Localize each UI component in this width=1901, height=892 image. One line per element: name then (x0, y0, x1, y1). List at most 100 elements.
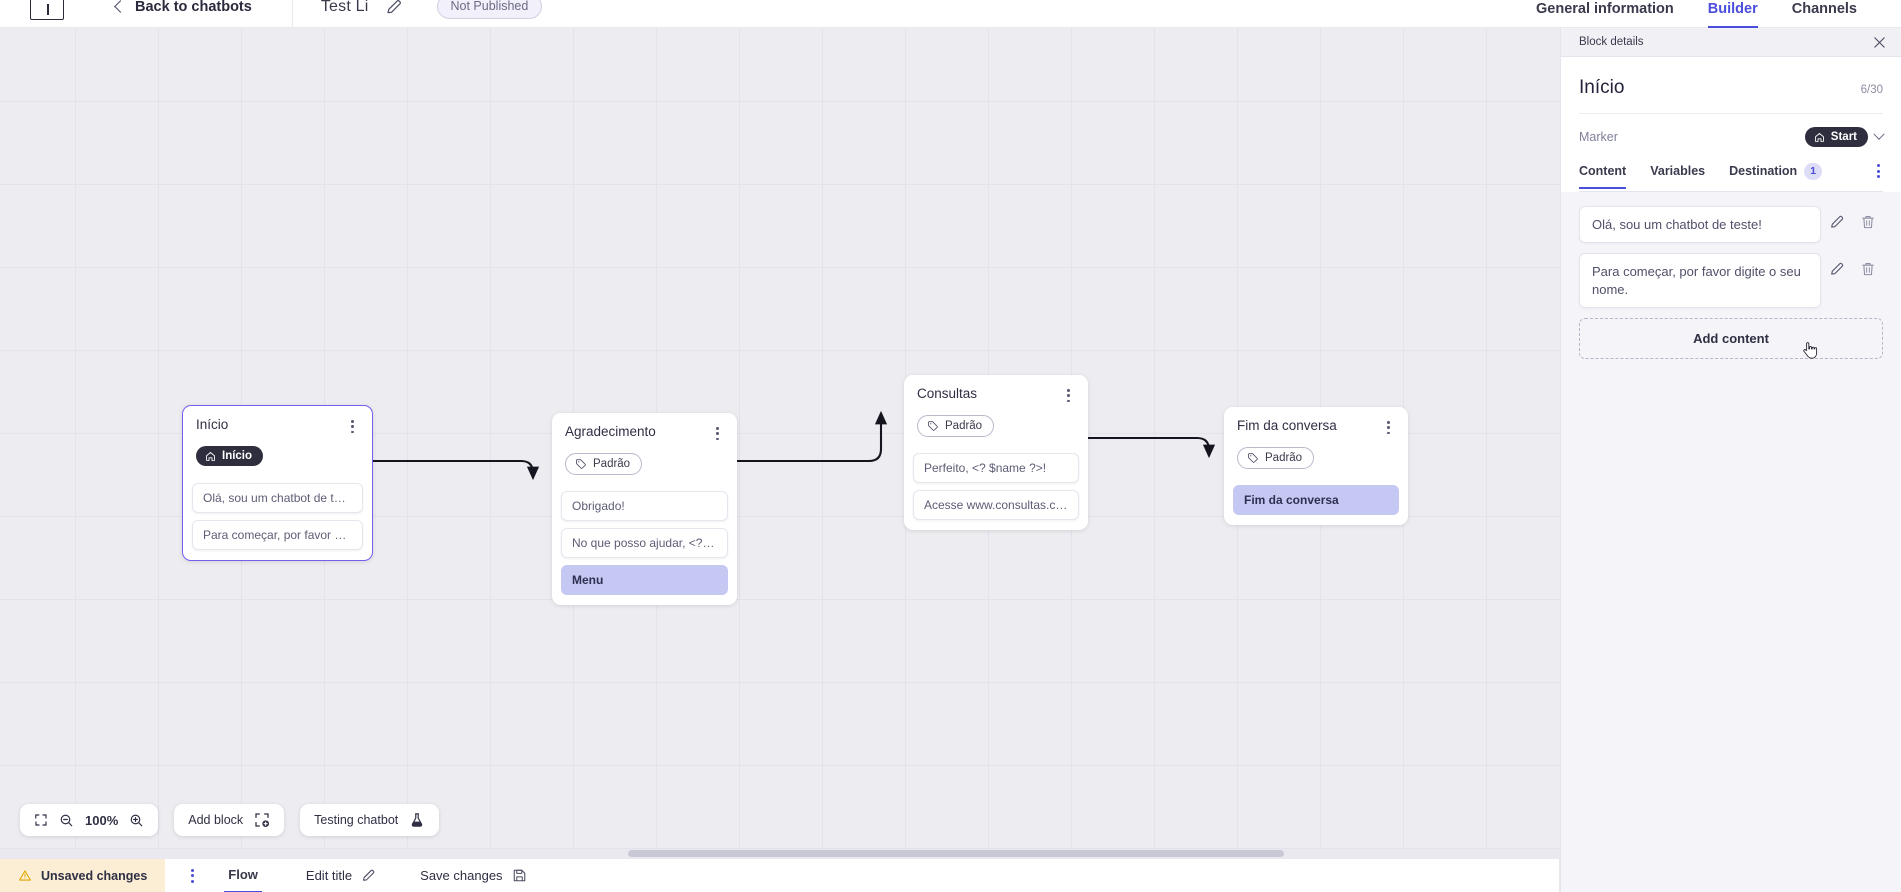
header-divider (291, 0, 293, 28)
block-menu-icon[interactable] (1382, 418, 1395, 437)
block-chip-default: Padrão (917, 415, 995, 438)
block-chip-default: Padrão (1237, 447, 1315, 470)
panel-title: Início (1579, 77, 1625, 98)
status-badge: Not Published (436, 0, 543, 19)
block-message-end[interactable]: Fim da conversa (1233, 485, 1399, 516)
edit-title-button[interactable]: Edit title (306, 868, 376, 883)
unsaved-changes-indicator: Unsaved changes (0, 858, 166, 892)
chevron-down-icon[interactable] (1873, 128, 1885, 140)
flowbuilder-logo (30, 0, 64, 20)
tab-general-information[interactable]: General information (1536, 0, 1674, 17)
pencil-icon (363, 869, 375, 881)
block-message[interactable]: Acesse www.consultas.com par... (913, 490, 1079, 521)
warning-triangle-icon (19, 870, 31, 881)
marker-value-chip: Start (1804, 127, 1868, 147)
block-menu-icon[interactable] (711, 424, 724, 443)
delete-content-button[interactable] (1852, 253, 1883, 277)
tag-icon (1248, 453, 1258, 464)
marker-value-label: Start (1830, 131, 1857, 143)
add-block-icon (255, 813, 270, 827)
block-messages: Perfeito, <? $name ?>! Acesse www.consul… (904, 453, 1088, 530)
canvas-horizontal-scrollbar[interactable] (0, 849, 1560, 858)
panel-more-icon[interactable] (1874, 164, 1883, 189)
block-menu-icon[interactable] (346, 417, 359, 436)
marker-select[interactable]: Start (1804, 127, 1885, 147)
zoom-in-icon[interactable] (129, 813, 144, 828)
block-message-menu[interactable]: Menu (561, 565, 728, 596)
testing-chatbot-button[interactable]: Testing chatbot (300, 804, 440, 836)
block-title: Fim da conversa (1237, 418, 1337, 433)
flow-block-agradecimento[interactable]: Agradecimento Padrão Obrigado! No que po… (552, 413, 737, 606)
canvas-toolbar: 100% Add block Testing chatbot (20, 804, 440, 836)
block-header: Consultas Padrão (904, 375, 1088, 446)
block-messages: Obrigado! No que posso ajudar, <? $name … (552, 491, 737, 605)
flow-block-fim-da-conversa[interactable]: Fim da conversa Padrão Fim da conversa (1224, 407, 1408, 526)
pencil-icon[interactable] (385, 0, 403, 16)
zoom-out-icon[interactable] (59, 813, 74, 828)
panel-title-row: Início 6/30 (1579, 57, 1883, 114)
block-message[interactable]: Perfeito, <? $name ?>! (913, 453, 1079, 484)
bot-title: Test Li (320, 0, 369, 15)
save-changes-button[interactable]: Save changes (420, 868, 526, 883)
panel-titlebar: Block details (1561, 28, 1901, 57)
tag-icon (928, 421, 938, 432)
block-chip-start: Início (196, 446, 264, 467)
chevron-left-icon (114, 0, 127, 13)
tab-variables[interactable]: Variables (1650, 164, 1705, 189)
tab-destination[interactable]: Destination 1 (1729, 163, 1823, 191)
block-message[interactable]: Obrigado! (561, 491, 728, 522)
content-item: Para começar, por favor digite o seu nom… (1579, 253, 1883, 309)
block-title: Agradecimento (565, 424, 656, 439)
tag-icon (576, 459, 586, 470)
tab-channels[interactable]: Channels (1791, 0, 1857, 17)
block-menu-icon[interactable] (1062, 386, 1075, 405)
tab-destination-label: Destination (1729, 164, 1798, 179)
scrollbar-thumb[interactable] (628, 850, 1284, 857)
content-text[interactable]: Olá, sou um chatbot de teste! (1579, 205, 1821, 244)
tab-variables-label: Variables (1650, 164, 1706, 179)
tab-builder[interactable]: Builder (1707, 1, 1758, 28)
block-messages: Olá, sou um chatbot de teste! Para começ… (183, 482, 372, 560)
block-title: Início (196, 417, 229, 432)
flow-block-consultas[interactable]: Consultas Padrão Perfeito, <? $name ?>! … (904, 375, 1088, 531)
pencil-icon (1830, 215, 1843, 228)
save-disk-icon (513, 869, 525, 882)
back-to-chatbots-button[interactable]: Back to chatbots (114, 0, 252, 15)
block-chip-label: Padrão (593, 458, 631, 471)
add-content-button[interactable]: Add content (1579, 318, 1883, 360)
home-icon (1814, 132, 1824, 142)
bottom-status-bar: Unsaved changes Flow Edit title Save cha… (0, 858, 1560, 892)
add-block-label: Add block (188, 813, 244, 827)
edit-content-button[interactable] (1821, 206, 1852, 230)
block-chip-label: Início (222, 450, 253, 463)
block-details-panel: Block details Início 6/30 Marker Start (1560, 28, 1901, 892)
block-message[interactable]: Olá, sou um chatbot de teste! (192, 482, 363, 513)
zoom-level: 100% (85, 812, 119, 828)
connector-consultas-fim (1088, 436, 1216, 459)
block-messages: Fim da conversa (1224, 485, 1408, 525)
save-changes-label: Save changes (420, 868, 503, 883)
status-more-icon[interactable] (183, 863, 202, 889)
flow-block-inicio[interactable]: Início Início Olá, sou um chatbot de tes… (182, 405, 373, 561)
block-header: Fim da conversa Padrão (1224, 407, 1408, 478)
block-chip-label: Padrão (1265, 452, 1303, 465)
panel-content-list: Olá, sou um chatbot de teste! Para começ… (1561, 191, 1901, 892)
tab-flow[interactable]: Flow (224, 859, 262, 892)
panel-bar-title: Block details (1579, 36, 1644, 48)
close-icon[interactable] (1872, 35, 1887, 50)
trash-icon (1861, 263, 1874, 276)
fit-screen-icon[interactable] (34, 813, 48, 827)
add-block-button[interactable]: Add block (174, 804, 285, 836)
delete-content-button[interactable] (1852, 206, 1883, 230)
back-to-chatbots-label: Back to chatbots (135, 0, 252, 15)
panel-char-count: 6/30 (1860, 84, 1883, 96)
marker-row: Marker Start (1579, 114, 1885, 151)
block-message[interactable]: No que posso ajudar, <? $name ... (561, 528, 728, 559)
content-text[interactable]: Para começar, por favor digite o seu nom… (1579, 253, 1821, 309)
block-message[interactable]: Para começar, por favor digite o ... (192, 519, 363, 550)
header-tabs: General information Builder Channels (1536, 0, 1901, 28)
tab-content[interactable]: Content (1579, 164, 1627, 190)
edit-content-button[interactable] (1821, 253, 1852, 277)
flow-canvas[interactable]: Início Início Olá, sou um chatbot de tes… (0, 28, 1560, 858)
zoom-controls: 100% (20, 804, 159, 836)
